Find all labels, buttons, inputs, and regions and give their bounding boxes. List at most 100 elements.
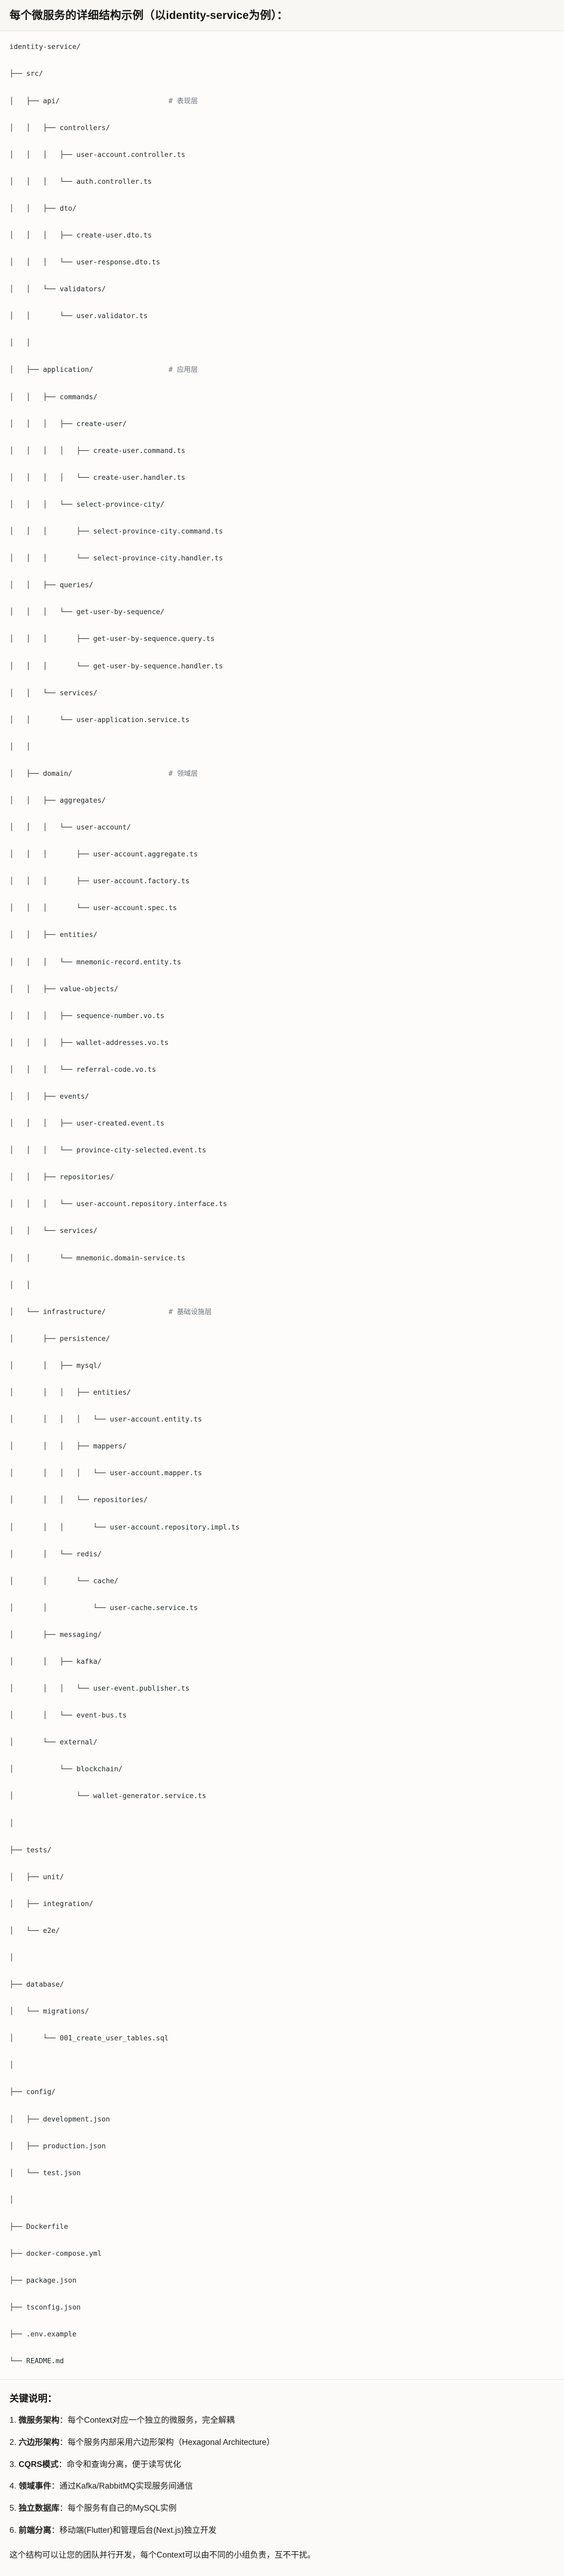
- tree-row: ├── docker-compose.yml: [9, 2247, 555, 2261]
- tree-row: │ │ │ ├── mappers/: [9, 1440, 555, 1454]
- key-note-number: 6.: [9, 2525, 19, 2535]
- tree-row: │ │ │ ├── wallet-addresses.vo.ts: [9, 1037, 555, 1050]
- tree-row: │ │ │ └── user-account/: [9, 821, 555, 835]
- tree-entry: │ │ │ │ └── user-account.entity.ts: [9, 1416, 202, 1424]
- tree-row: │: [9, 1951, 555, 1965]
- tree-entry: │ │ │ └── user-account.repository.interf…: [9, 1200, 227, 1209]
- key-note-label: 独立数据库: [18, 2504, 60, 2513]
- tree-row: │ │ │ └── user-account.repository.interf…: [9, 1198, 555, 1211]
- tree-entry: ├── src/: [9, 70, 43, 78]
- tree-row: │ │ ├── value-objects/: [9, 983, 555, 996]
- tree-entry: ├── tests/: [9, 1846, 52, 1854]
- tree-row: │ │ │ ├── user-account.factory.ts: [9, 875, 555, 889]
- key-notes-list: 1. 微服务架构：每个Context对应一个独立的微服务，完全解耦 2. 六边形架…: [9, 2414, 555, 2538]
- tree-entry: │ │ ├── value-objects/: [9, 985, 119, 993]
- tree-entry: │ ├── unit/: [9, 1873, 64, 1881]
- tree-row: │ │ │ ├── create-user.dto.ts: [9, 229, 555, 243]
- tree-row: │: [9, 2059, 555, 2072]
- tree-entry: │ │ │ └── referral-code.vo.ts: [9, 1065, 156, 1074]
- key-note-label: 领域事件: [18, 2482, 52, 2491]
- tree-row: │ │ └── services/: [9, 1225, 555, 1238]
- tree-row: │ │ │ ├── entities/: [9, 1386, 555, 1400]
- tree-row: │ ├── persistence/: [9, 1333, 555, 1346]
- tree-entry: │ │ ├── kafka/: [9, 1657, 102, 1666]
- tree-entry: │ └── wallet-generator.service.ts: [9, 1792, 207, 1801]
- tree-entry: │ │ │ └── user-account.repository.impl.t…: [9, 1523, 240, 1532]
- tree-entry: │ │ │ ├── entities/: [9, 1389, 131, 1397]
- key-note-number: 2.: [9, 2437, 19, 2447]
- tree-row: │ └── infrastructure/ # 基础设施层: [9, 1306, 555, 1319]
- tree-entry: │ │ ├── queries/: [9, 581, 93, 590]
- tree-entry: │ ├── messaging/: [9, 1631, 102, 1639]
- tree-row: └── README.md: [9, 2355, 555, 2368]
- tree-entry: │ └── external/: [9, 1739, 98, 1747]
- tree-entry: ├── docker-compose.yml: [9, 2250, 102, 2258]
- tree-entry: │ │ │ └── user-response.dto.ts: [9, 259, 160, 267]
- tree-row: │ └── external/: [9, 1736, 555, 1750]
- tree-entry: │ │ │ ├── create-user.dto.ts: [9, 232, 152, 240]
- tree-entry: │ │ │ │ ├── create-user.command.ts: [9, 447, 186, 455]
- tree-row: │ │ └── user-cache.service.ts: [9, 1602, 555, 1615]
- key-note-label: 六边形架构: [18, 2437, 60, 2447]
- tree-entry: │ │ │ ├── wallet-addresses.vo.ts: [9, 1039, 169, 1047]
- tree-row: │ │ ├── events/: [9, 1090, 555, 1104]
- key-note-text: ：命令和查询分离，便于读写优化: [59, 2460, 181, 2469]
- tree-row: │ ├── production.json: [9, 2140, 555, 2154]
- tree-entry: │ │ │ └── province-city-selected.event.t…: [9, 1147, 207, 1155]
- tree-row: │ │ │ └── user-account.spec.ts: [9, 902, 555, 915]
- tree-entry: ├── tsconfig.json: [9, 2304, 81, 2312]
- tree-row: │ │: [9, 337, 555, 350]
- tree-row: │ └── wallet-generator.service.ts: [9, 1790, 555, 1803]
- tree-entry: │ │: [9, 1281, 31, 1289]
- key-note-text: ：每个服务有自己的MySQL实例: [59, 2504, 177, 2513]
- tree-row: │ ├── integration/: [9, 1898, 555, 1911]
- tree-row: │ │ │ └── get-user-by-sequence/: [9, 606, 555, 619]
- tree-comment-spacer: [60, 95, 168, 108]
- tree-entry: │ │ │ └── get-user-by-sequence.handler.t…: [9, 662, 223, 670]
- tree-row: │ └── e2e/: [9, 1924, 555, 1938]
- tree-entry: │ │ ├── repositories/: [9, 1173, 114, 1182]
- tree-entry: │ │ │ └── auth.controller.ts: [9, 177, 152, 186]
- key-note-number: 5.: [9, 2504, 19, 2513]
- tree-entry: │ └── migrations/: [9, 2008, 89, 2016]
- tree-row: │ │ │ └── mnemonic-record.entity.ts: [9, 956, 555, 970]
- tree-row: │ │ ├── commands/: [9, 391, 555, 404]
- tree-row: │ └── blockchain/: [9, 1763, 555, 1776]
- key-note-item: 1. 微服务架构：每个Context对应一个独立的微服务，完全解耦: [9, 2414, 555, 2427]
- key-note-item: 4. 领域事件：通过Kafka/RabbitMQ实现服务间通信: [9, 2480, 555, 2493]
- tree-comment: # 领域层: [168, 769, 198, 778]
- tree-entry: │ │: [9, 743, 31, 751]
- directory-tree: identity-service/ ├── src/ │ ├── api/ # …: [9, 41, 555, 2368]
- tree-row: ├── tsconfig.json: [9, 2301, 555, 2315]
- tree-row: │ │ │ ├── select-province-city.command.t…: [9, 525, 555, 539]
- tree-entry: │ └── e2e/: [9, 1927, 60, 1935]
- tree-row: │ │ └── redis/: [9, 1548, 555, 1562]
- tree-row: │ │ └── event-bus.ts: [9, 1709, 555, 1723]
- tree-entry: ├── .env.example: [9, 2331, 77, 2339]
- tree-entry: │ │ │ ├── sequence-number.vo.ts: [9, 1012, 164, 1020]
- tree-entry: ├── config/: [9, 2088, 56, 2097]
- tree-row: │ │ └── cache/: [9, 1575, 555, 1588]
- tree-entry: │ ├── api/: [9, 97, 60, 105]
- tree-row: │ │ │ ├── get-user-by-sequence.query.ts: [9, 633, 555, 646]
- tree-row: ├── tests/: [9, 1844, 555, 1858]
- tree-entry: │ │ │ └── select-province-city.handler.t…: [9, 555, 223, 563]
- tree-entry: │ │ └── user-cache.service.ts: [9, 1604, 198, 1612]
- tree-row: │ │ ├── repositories/: [9, 1171, 555, 1185]
- tree-row: │ │ └── validators/: [9, 283, 555, 297]
- tree-entry: │ └── test.json: [9, 2169, 81, 2177]
- tree-entry: │ │ └── user.validator.ts: [9, 312, 148, 321]
- tree-row: │ │ ├── aggregates/: [9, 794, 555, 808]
- tree-entry: │ │ └── services/: [9, 689, 98, 697]
- tree-entry: ├── database/: [9, 1981, 64, 1989]
- key-note-text: ：每个服务内部采用六边形架构（Hexagonal Architecture）: [59, 2437, 275, 2447]
- tree-entry: │ ├── persistence/: [9, 1335, 110, 1343]
- key-note-text: ：通过Kafka/RabbitMQ实现服务间通信: [51, 2482, 193, 2491]
- tree-row: │ │: [9, 741, 555, 754]
- tree-row: │ │ ├── entities/: [9, 929, 555, 942]
- tree-entry: │ │ └── mnemonic.domain-service.ts: [9, 1254, 186, 1262]
- tree-row: │ ├── unit/: [9, 1871, 555, 1884]
- tree-row: │ │ │ └── auth.controller.ts: [9, 175, 555, 189]
- key-note-number: 4.: [9, 2482, 19, 2491]
